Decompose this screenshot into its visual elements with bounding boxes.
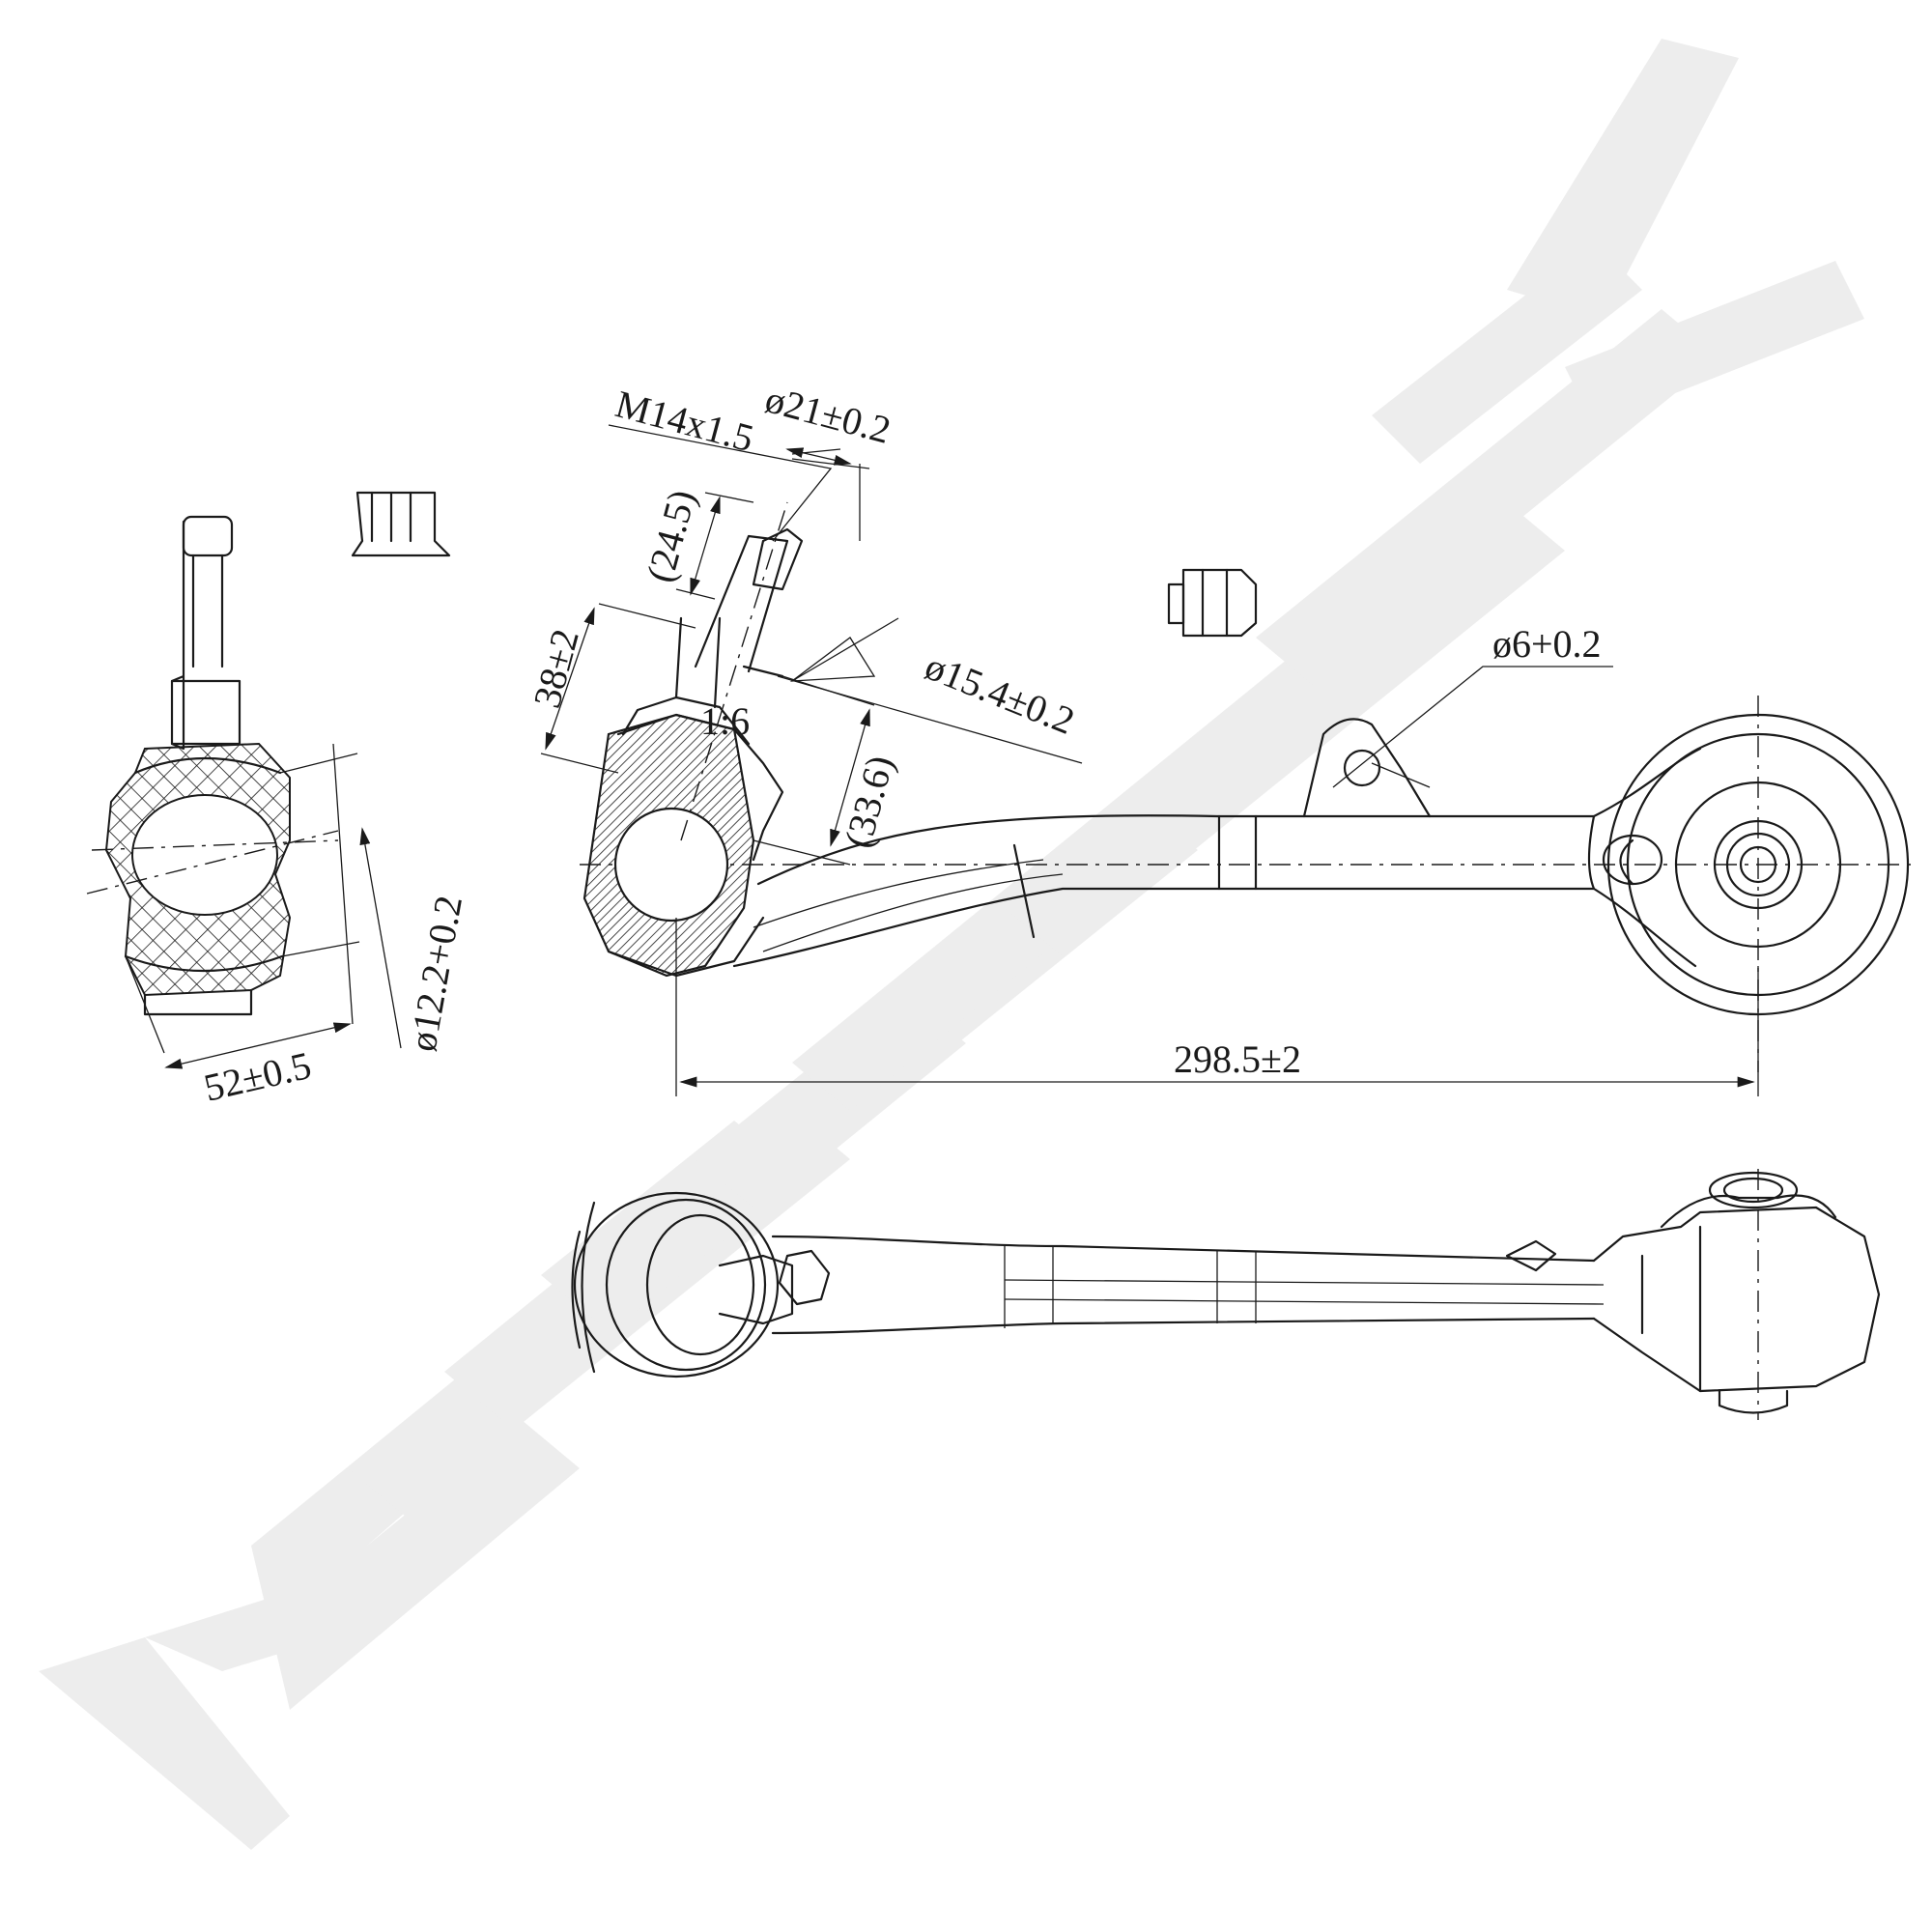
dimension-bushing-bore: ø12.2+0.2 [279, 753, 471, 1055]
bushing-width-label: 52±0.5 [200, 1043, 315, 1110]
bushing-section-view [86, 515, 339, 1016]
stud-height-label: (24.5) [638, 485, 703, 586]
bushing-bore-label: ø12.2+0.2 [401, 893, 471, 1055]
watermark-logo [39, 39, 1864, 1850]
taper-diameter-label: ø15.4±0.2 [920, 644, 1081, 743]
hole-diameter-label: ø6+0.2 [1492, 622, 1602, 666]
taper-ratio-label: 1:6 [700, 699, 750, 743]
ball-joint-section [582, 501, 804, 978]
thread-label: M14x1.5 [611, 382, 758, 460]
hex-nut-icon [1167, 568, 1258, 638]
ball-joint-dimensions: M14x1.5 ø21±0.2 (24.5) 38±2 1:6 ø15.4±0.… [525, 377, 1759, 1096]
flange-nut-icon [351, 491, 451, 557]
head-diameter-label: ø21±0.2 [761, 377, 895, 452]
boot-height-label: 38±2 [525, 625, 587, 713]
control-arm-side-view [571, 1169, 1881, 1420]
arm-length-label: 298.5±2 [1174, 1037, 1301, 1081]
